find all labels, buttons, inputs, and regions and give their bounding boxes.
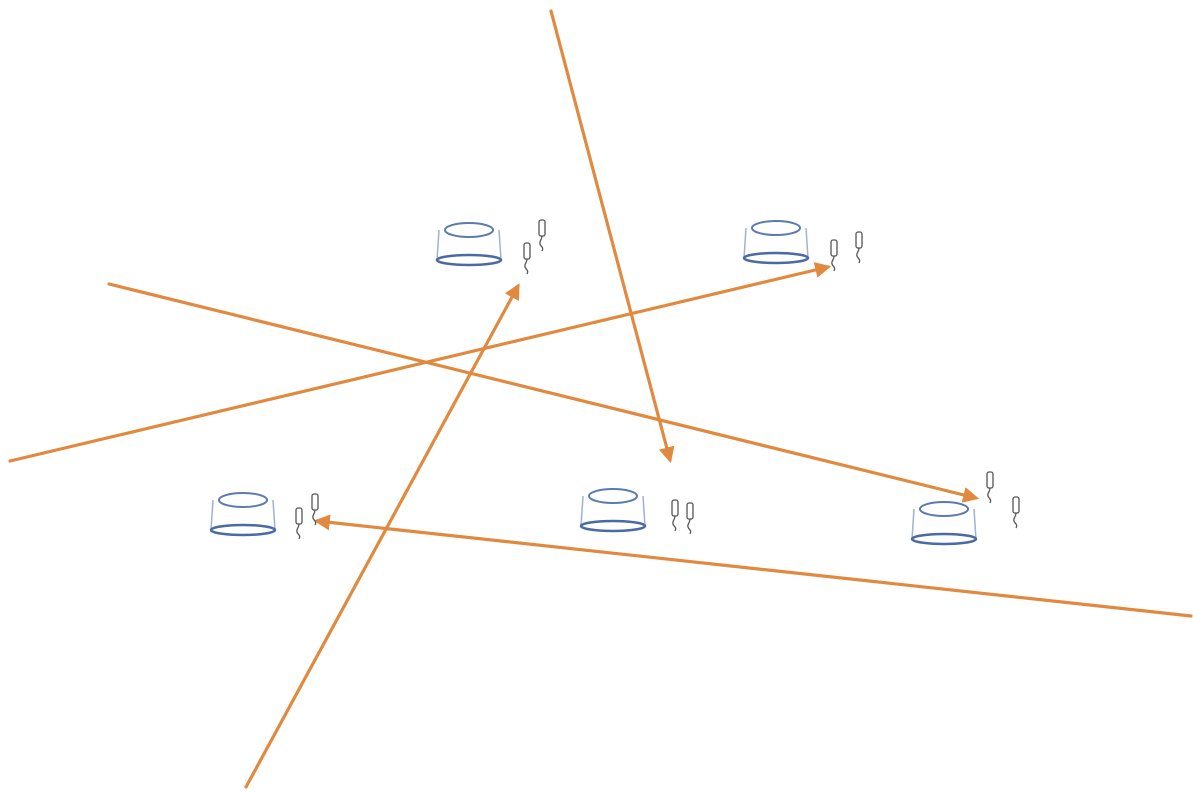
bowl-icon [211,493,275,535]
probe-icon [687,503,693,534]
arrow-4 [109,284,976,498]
bowl-icon [912,502,976,544]
probe-icon [856,232,862,263]
arrow-2 [551,11,670,460]
node-1 [437,220,545,274]
probe-icon [296,508,302,539]
node-5 [912,472,1019,544]
arrows-layer [10,11,1191,787]
arrow-5 [317,521,1191,616]
bowl-icon [744,221,808,263]
probe-icon [987,472,993,503]
bowl-icon [437,223,501,265]
probe-icon [1013,497,1019,528]
node-3 [211,493,318,539]
probe-icon [524,243,530,274]
probe-icon [539,220,545,251]
probe-icon [672,500,678,531]
arrow-1 [246,286,518,787]
node-2 [744,221,862,271]
bowl-icon [581,489,645,531]
node-4 [581,489,693,534]
probe-icon [831,240,837,271]
